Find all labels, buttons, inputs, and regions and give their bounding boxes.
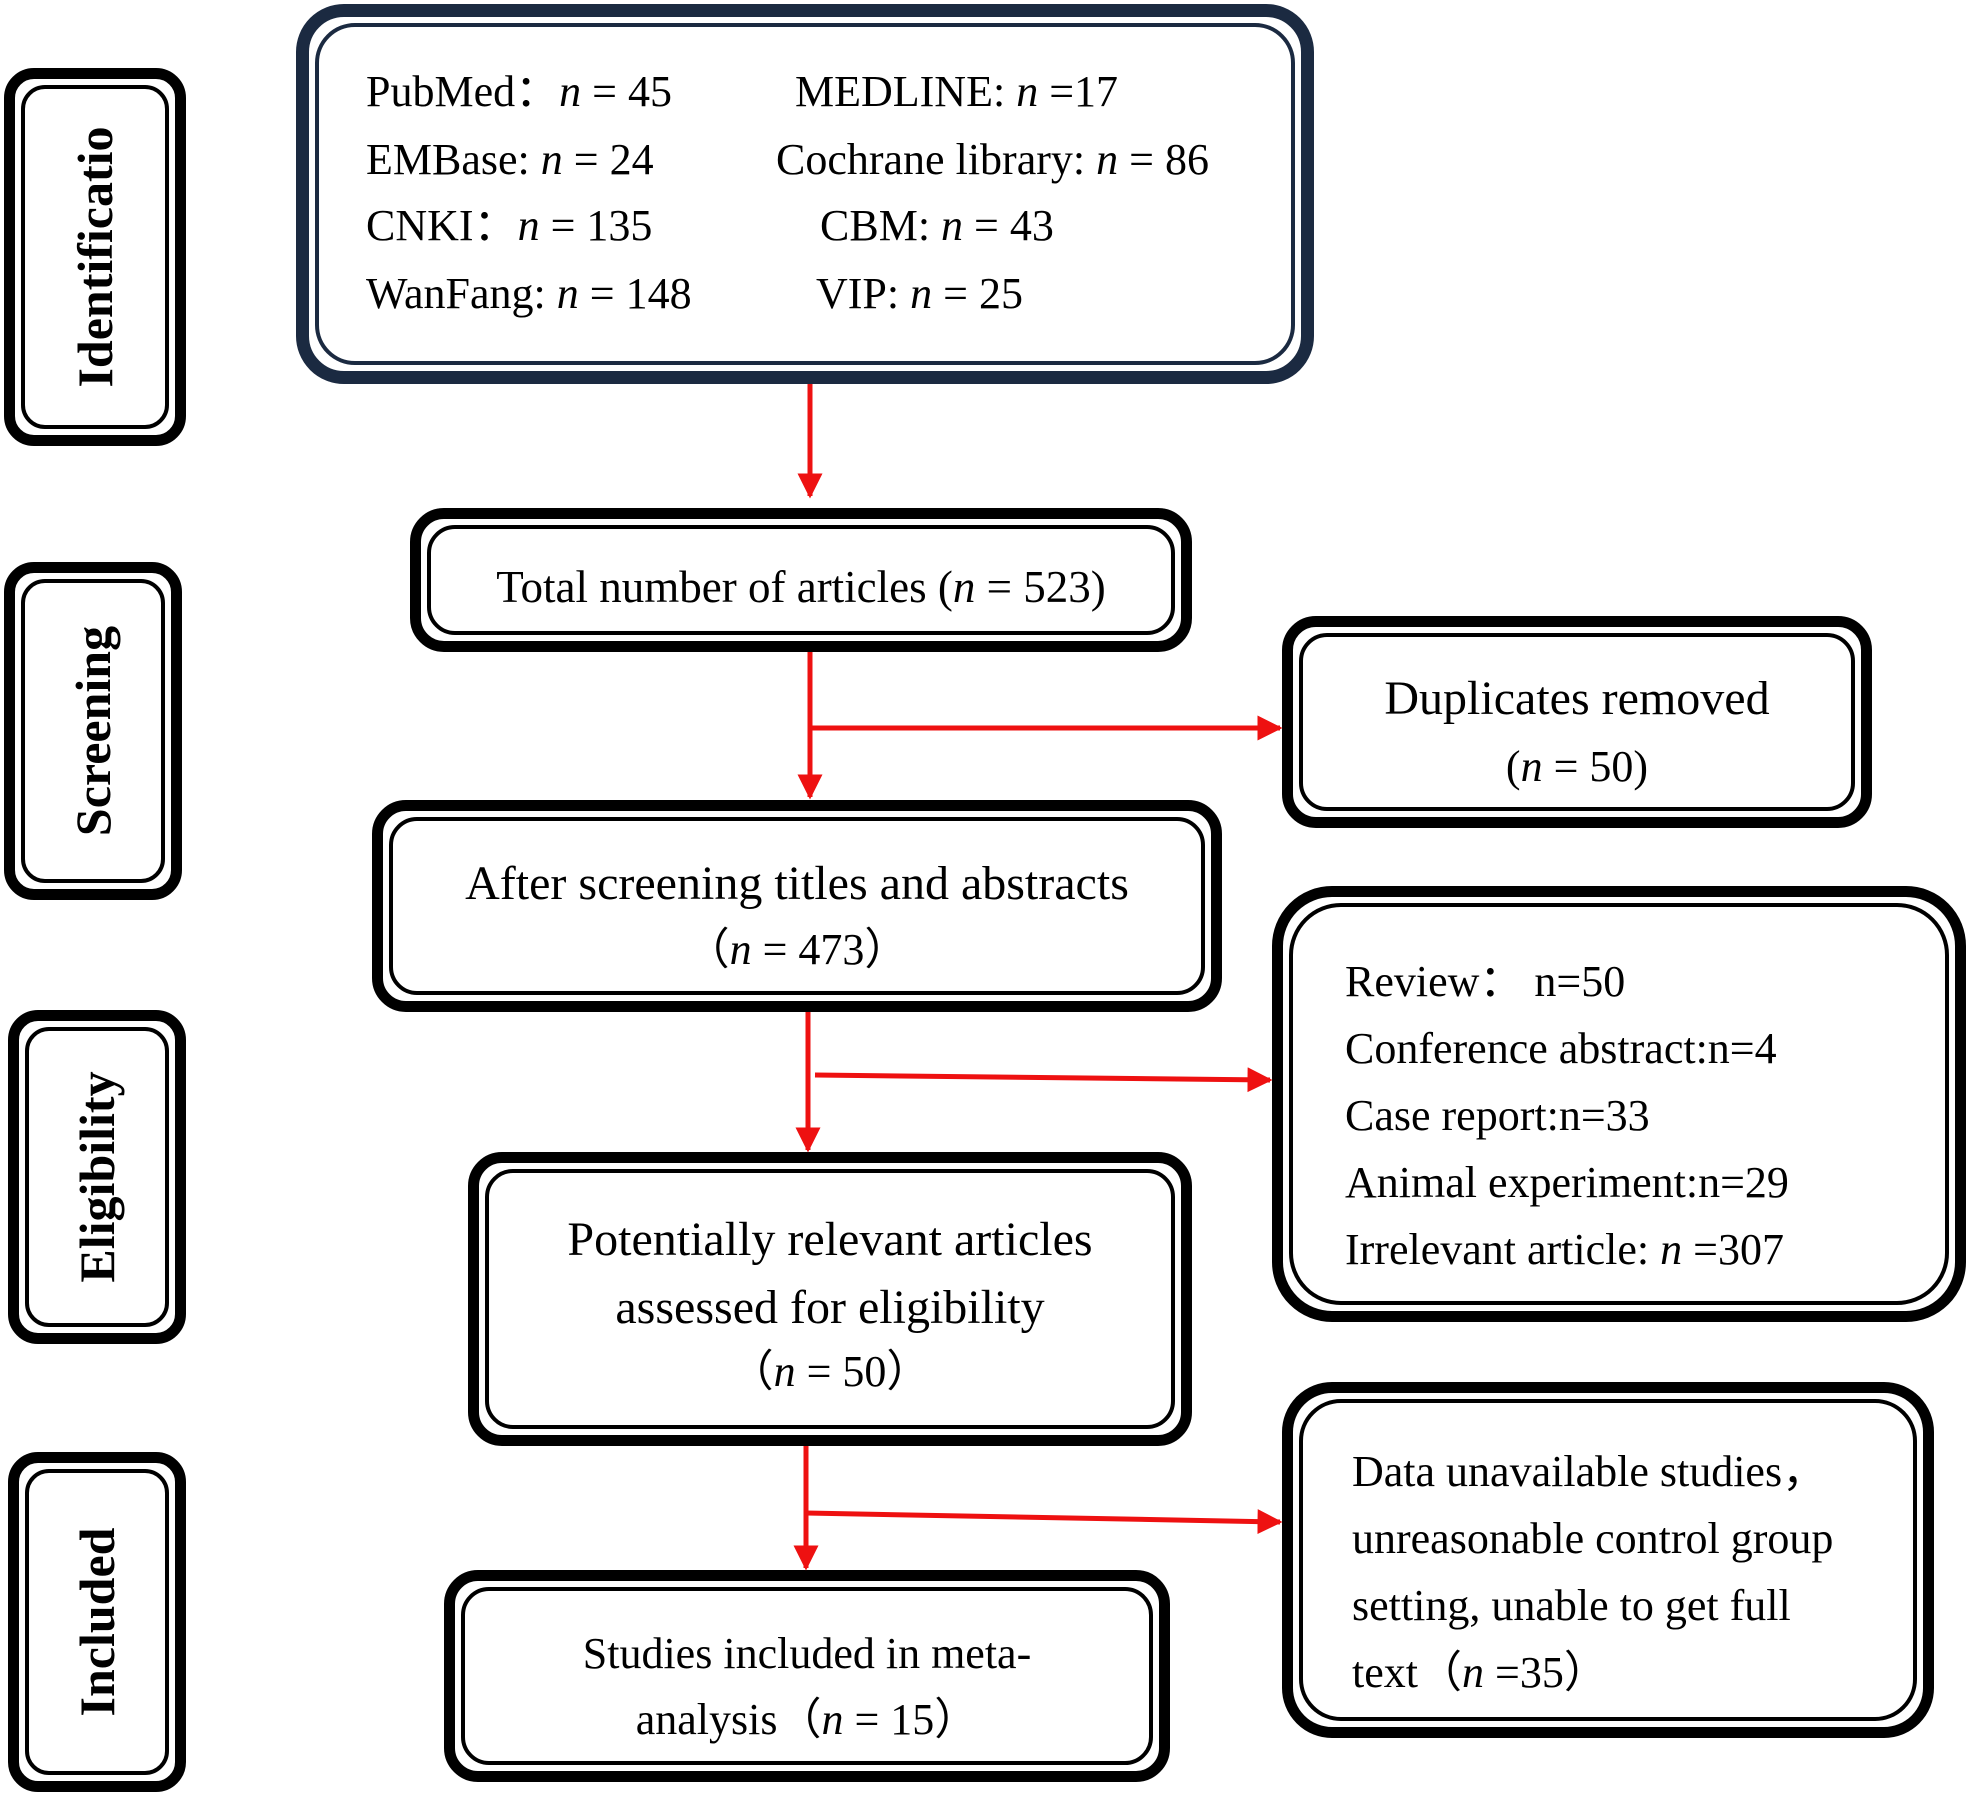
after-screening-label: After screening titles and abstracts [465,857,1129,910]
excluded-eligibility-line1: Data unavailable studies， [1352,1447,1827,1496]
included-line2: analysis（n = 15） [635,1695,979,1744]
total-box [410,508,1192,652]
excluded-irrelevant: Irrelevant article: n =307 [1345,1225,1784,1274]
included-box [444,1570,1170,1782]
sources-box [296,4,1314,384]
excluded-screening-box [1272,886,1966,1322]
excluded-review: Review： n=50 [1345,957,1626,1006]
excluded-animal: Animal experiment:n=29 [1345,1158,1789,1207]
excluded-case: Case report:n=33 [1345,1091,1650,1140]
excluded-eligibility-box [1282,1382,1934,1738]
eligibility-count: （n = 50） [729,1347,931,1396]
total-text: Total number of articles (n = 523) [496,562,1106,612]
stage-included: Included [8,1452,186,1792]
stage-screening: Screening [4,562,182,900]
source-pubmed: PubMed：n = 45 [366,67,672,116]
source-cnki: CNKI：n = 135 [366,201,653,250]
excluded-eligibility-line2: unreasonable control group [1352,1514,1834,1563]
after-screening-count: （n = 473） [685,925,909,974]
excluded-eligibility-line3: setting, unable to get full [1352,1581,1791,1630]
source-medline: MEDLINE: n =17 [795,67,1119,116]
eligibility-line2: assessed for eligibility [615,1281,1045,1334]
source-cbm: CBM: n = 43 [820,201,1054,250]
eligibility-box [468,1152,1192,1446]
after-screening-box [372,800,1222,1012]
duplicates-label: Duplicates removed [1384,672,1770,725]
excluded-eligibility-line4: text（n =35） [1352,1648,1608,1697]
stage-eligibility: Eligibility [8,1010,186,1344]
eligibility-line1: Potentially relevant articles [567,1213,1093,1266]
duplicates-count: (n = 50) [1505,742,1649,791]
arrow-to-excluded-eligibility [805,1509,1283,1535]
source-wanfang: WanFang: n = 148 [366,269,692,318]
source-embase: EMBase: n = 24 [366,135,654,184]
included-line1: Studies included in meta- [582,1629,1032,1678]
excluded-conference: Conference abstract:n=4 [1345,1024,1777,1073]
duplicates-box [1282,616,1872,828]
stage-identification: Identificatio [4,68,186,446]
source-vip: VIP: n = 25 [816,269,1023,318]
source-cochrane: Cochrane library: n = 86 [776,135,1209,184]
arrow-to-excluded-screening [814,1067,1273,1093]
